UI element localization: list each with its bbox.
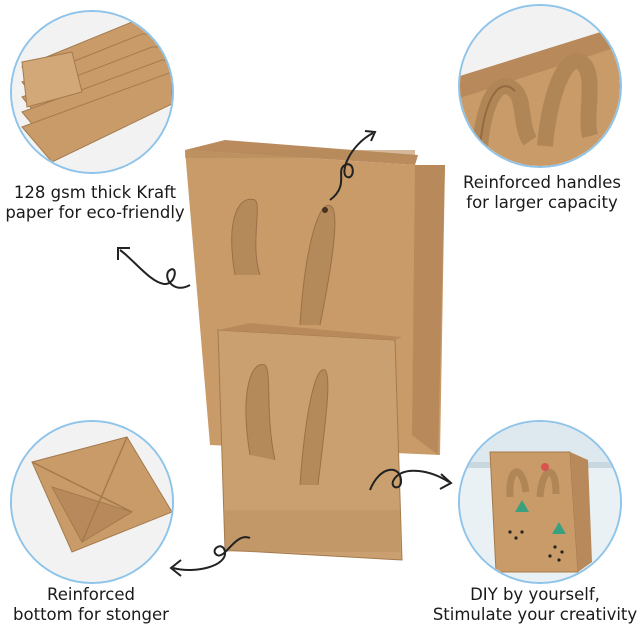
paper-feature-caption: 128 gsm thick Kraft paper for eco-friend…: [0, 183, 190, 223]
handles-feature-line2: for larger capacity: [466, 193, 618, 212]
handles-feature-caption: Reinforced handles for larger capacity: [448, 173, 636, 213]
bottom-feature-caption: Reinforced bottom for stonger: [0, 585, 182, 625]
arrow-to-diy-icon: [369, 468, 453, 491]
diy-feature-line1: DIY by yourself,: [470, 585, 600, 604]
diy-feature-caption: DIY by yourself, Stimulate your creativi…: [432, 585, 638, 625]
bottom-detail-image: [10, 420, 174, 584]
arrow-to-bottom-icon: [169, 536, 251, 577]
arrow-to-paper-icon: [117, 247, 191, 289]
kraft-bags-image: [185, 140, 445, 561]
bottom-feature-line1: Reinforced: [47, 585, 135, 604]
handles-detail-image: [458, 4, 622, 168]
diy-feature-line2: Stimulate your creativity: [432, 605, 638, 624]
bottom-feature-line2: bottom for stonger: [13, 605, 169, 624]
handles-feature-line1: Reinforced handles: [462, 173, 621, 192]
paper-thickness-detail-image: [10, 10, 174, 174]
diy-bag-detail-image: [458, 420, 622, 584]
arrow-to-handles-icon: [329, 130, 377, 201]
paper-feature-line2: paper for eco-friendly: [5, 203, 185, 222]
paper-feature-line1: 128 gsm thick Kraft: [13, 183, 177, 202]
